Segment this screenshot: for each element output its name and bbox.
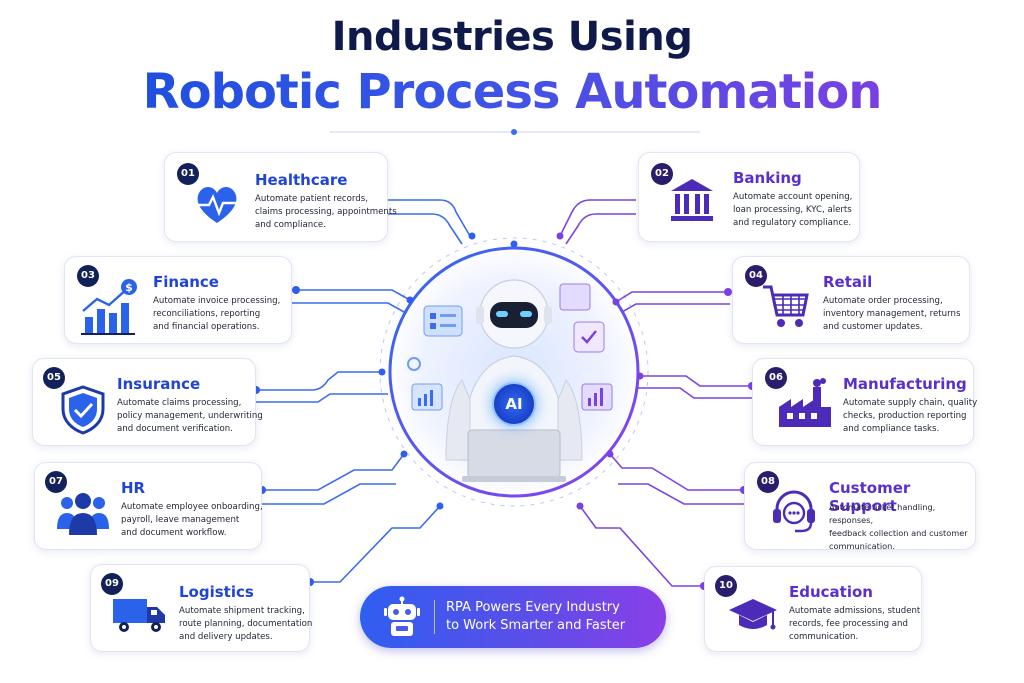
industry-card-manufacturing: 06 Manufacturing Automate supply chain, … <box>752 358 977 446</box>
page-title-line1: Industries Using <box>331 14 693 60</box>
card-title: Manufacturing <box>843 375 967 393</box>
factory-icon <box>779 378 831 427</box>
card-title: HR <box>121 479 146 497</box>
card-title: Retail <box>823 273 873 291</box>
card-number: 08 <box>757 471 779 493</box>
card-description: Automate account opening,loan processing… <box>733 192 853 228</box>
industry-card-insurance: 05 Insurance Automate claims processing,… <box>32 358 263 446</box>
industry-card-retail: 04 Retail Automate order processing,inve… <box>732 256 970 344</box>
card-number: 07 <box>45 471 67 493</box>
industry-card-banking: 02 Banking Automate account opening,loan… <box>638 152 860 242</box>
card-number: 05 <box>43 367 65 389</box>
card-number: 06 <box>765 367 787 389</box>
card-title: Logistics <box>179 583 254 601</box>
industry-card-customer-support: 08 Customer Support Automate ticket hand… <box>744 462 976 551</box>
truck-icon <box>113 599 165 632</box>
card-description: Automate claims processing,policy manage… <box>117 398 263 434</box>
ai-badge: AI <box>492 382 536 426</box>
card-number: 02 <box>651 163 673 185</box>
card-description: Automate ticket handling, responses,feed… <box>829 502 968 551</box>
card-number: 01 <box>177 163 199 185</box>
card-title: Education <box>789 583 873 601</box>
card-title: Banking <box>733 169 802 187</box>
page-title-line2: Robotic Process Automation <box>142 64 883 120</box>
card-number: 04 <box>745 265 767 287</box>
industry-card-hr: 07 HR Automate employee onboarding,payro… <box>34 462 263 550</box>
shield-check-icon <box>61 385 105 435</box>
card-title: Finance <box>153 273 219 291</box>
card-description: Automate invoice processing,reconciliati… <box>153 296 281 332</box>
shopping-cart-icon <box>763 285 809 327</box>
card-description: Automate order processing,inventory mana… <box>823 296 961 332</box>
industry-card-logistics: 09 Logistics Automate shipment tracking,… <box>90 564 312 652</box>
robot-icon <box>384 596 420 636</box>
card-description: Automate employee onboarding,payroll, le… <box>121 502 263 538</box>
finance-chart-icon: $ <box>81 279 137 335</box>
card-title: Insurance <box>117 375 201 393</box>
people-icon <box>57 493 109 535</box>
headset-icon <box>773 490 815 533</box>
industry-card-education: 10 Education Automate admissions, studen… <box>704 566 922 652</box>
svg-text:$: $ <box>125 281 133 294</box>
graduation-cap-icon <box>729 599 777 630</box>
card-description: Automate shipment tracking,route plannin… <box>179 606 313 642</box>
industry-card-finance: 03 $ Finance Automate invoice processing… <box>64 256 292 344</box>
banner-text: RPA Powers Every Industry to Work Smarte… <box>446 600 626 633</box>
floating-panels <box>407 283 613 411</box>
summary-banner: RPA Powers Every Industry to Work Smarte… <box>360 586 666 648</box>
industry-card-healthcare: 01 Healthcare Automate patient records,c… <box>164 152 397 242</box>
card-number: 09 <box>101 573 123 595</box>
banner-divider <box>434 600 435 634</box>
card-number: 10 <box>715 575 737 597</box>
card-title: Customer Support <box>829 479 911 515</box>
bank-icon <box>671 179 713 221</box>
card-title: Healthcare <box>255 171 348 189</box>
heart-pulse-icon <box>197 187 237 223</box>
card-number: 03 <box>77 265 99 287</box>
card-description: Automate patient records,claims processi… <box>255 194 397 230</box>
hub-ring <box>388 246 640 498</box>
